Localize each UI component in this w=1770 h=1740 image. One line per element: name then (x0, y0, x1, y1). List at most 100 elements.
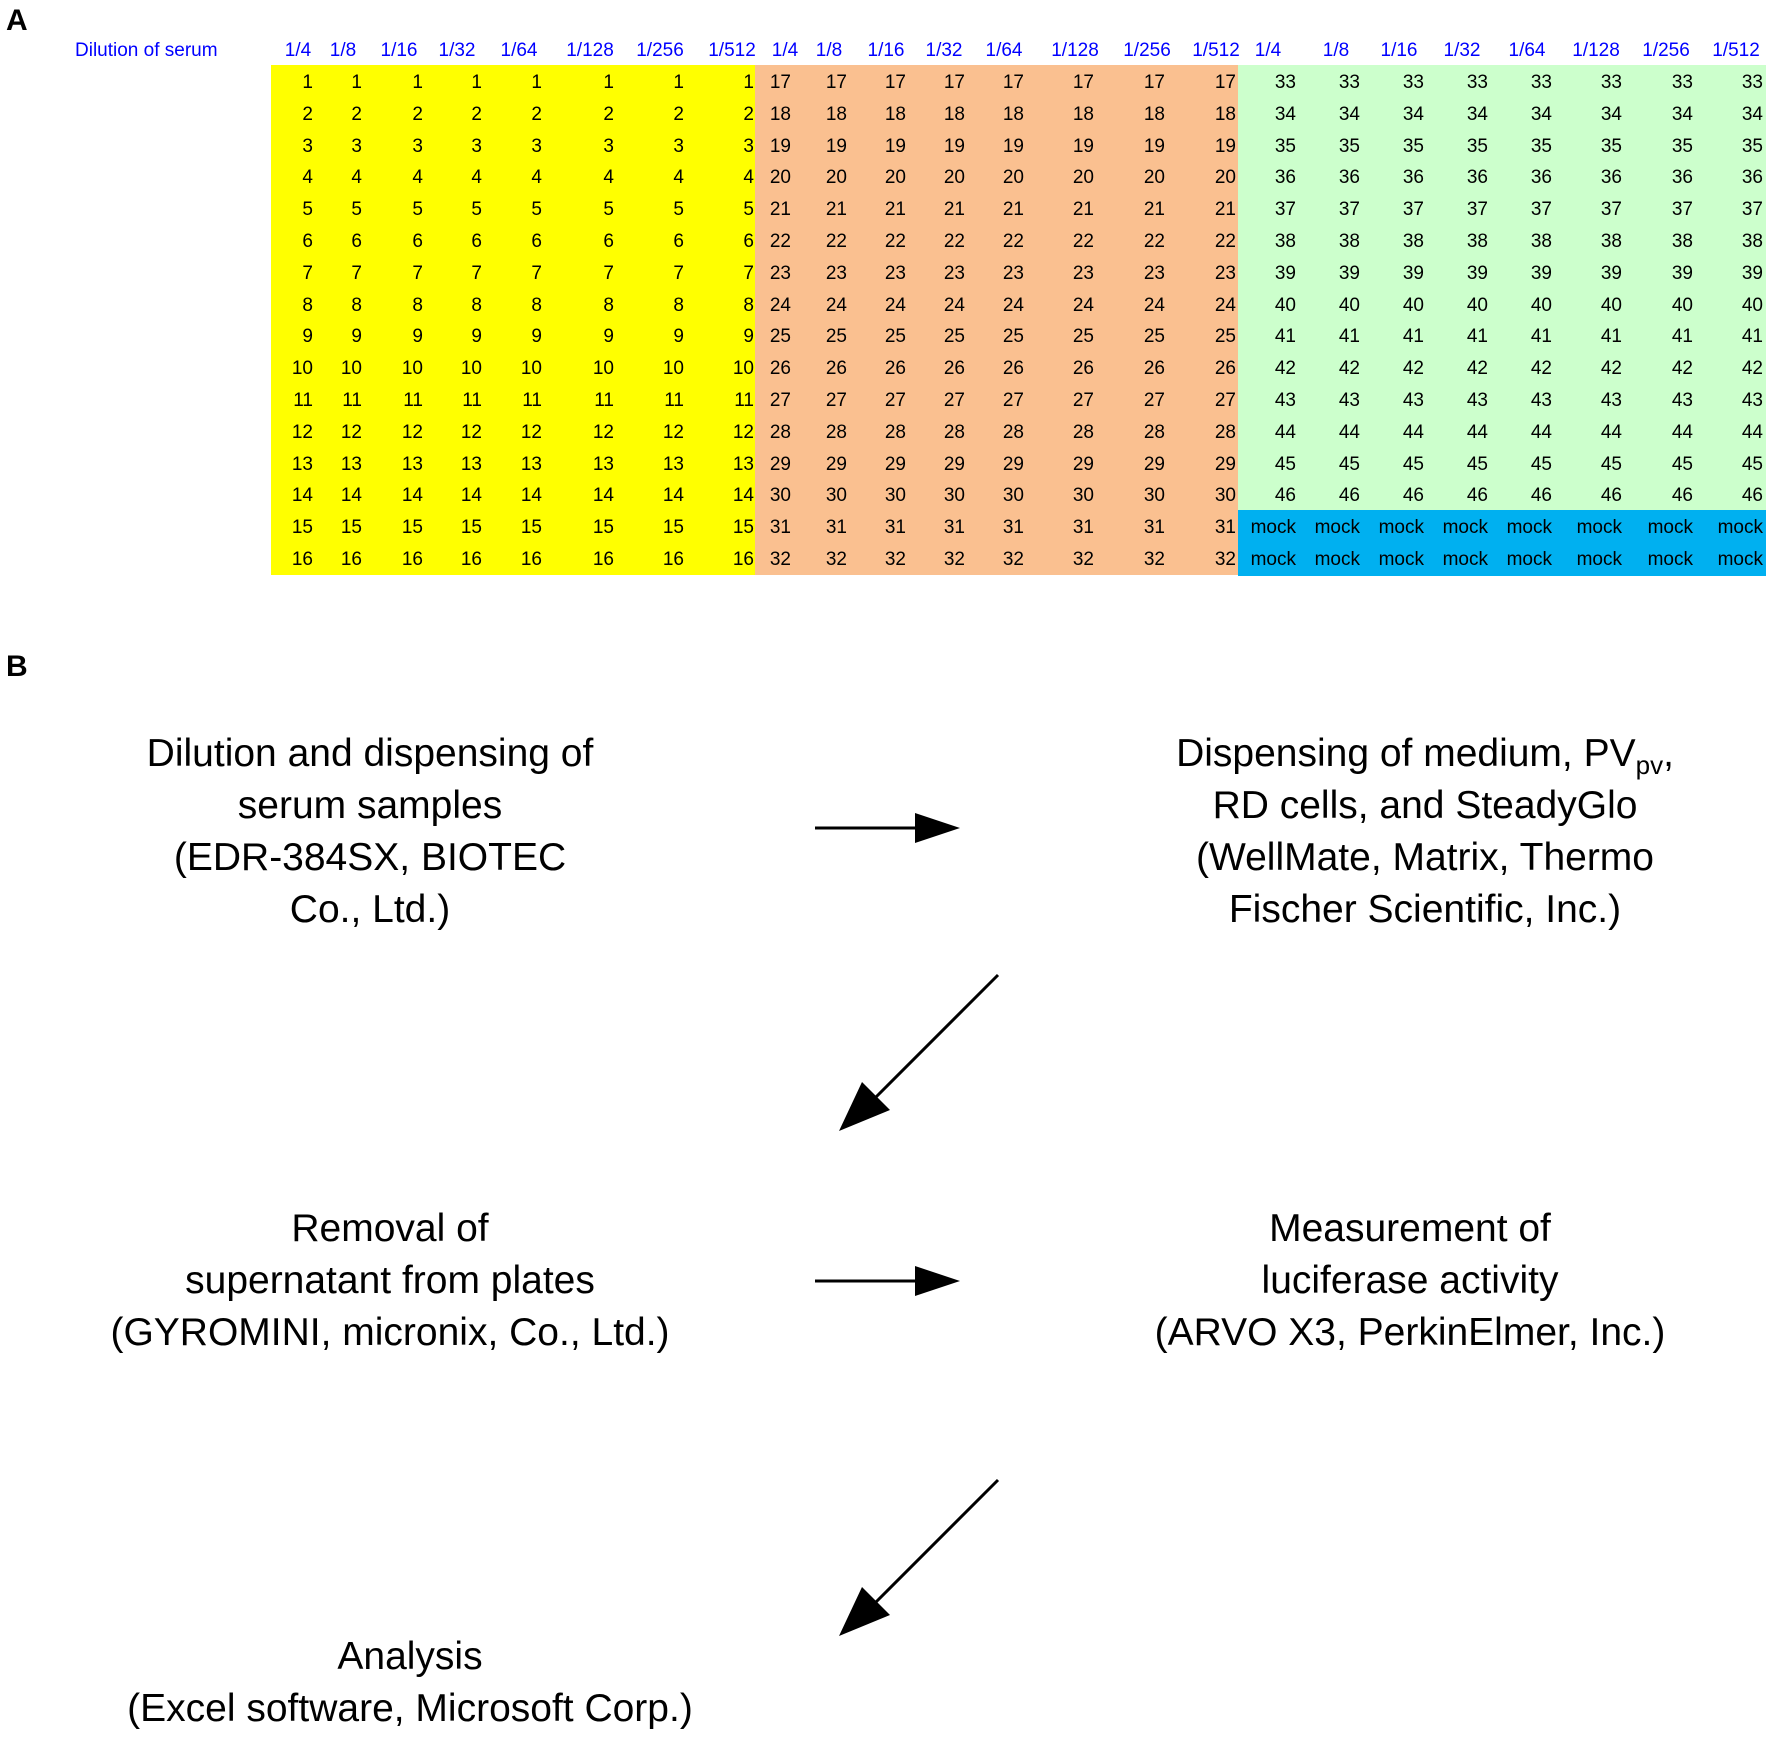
plate-cell: 6 (603, 231, 614, 252)
plate-cell: 43 (1338, 390, 1360, 411)
plate-cell: 38 (1741, 231, 1763, 252)
plate-cell: 3 (412, 135, 423, 157)
plate-cell: 29 (943, 453, 965, 475)
plate-cell: 22 (1072, 231, 1094, 252)
plate-cell: 2 (603, 103, 614, 125)
plate-cell: 13 (662, 453, 684, 475)
plate-cell: 10 (460, 358, 482, 380)
plate-cell: 1 (603, 72, 614, 93)
plate-cell: 38 (1600, 231, 1622, 252)
plate-cell: 15 (732, 517, 754, 539)
plate-cell: 18 (943, 103, 965, 125)
plate-cell: 14 (401, 485, 423, 507)
plate-cell: 7 (531, 262, 542, 284)
plate-cell: 37 (1600, 199, 1622, 221)
plate-cell: 6 (351, 231, 362, 252)
plate-cell: 17 (769, 72, 791, 93)
plate-cell: 35 (1671, 135, 1693, 157)
plate-cell-mock: mock (1250, 549, 1296, 570)
plate-cell: 21 (1002, 199, 1024, 221)
dilution-label: 1/32 (438, 40, 476, 61)
plate-cell: 6 (531, 231, 542, 252)
plate-cell: 24 (884, 294, 906, 316)
plate-cell: 30 (943, 485, 965, 507)
plate-cell: 20 (1214, 167, 1236, 189)
plate-cell: 7 (603, 262, 614, 284)
plate-cell: 26 (825, 358, 847, 380)
plate-cell: 32 (1143, 549, 1165, 570)
plate-cell: 12 (401, 421, 423, 443)
dilution-label: 1/4 (284, 40, 312, 61)
plate-cell: 1 (743, 72, 754, 93)
step-line: (GYROMINI, micronix, Co., Ltd.) (110, 1311, 670, 1354)
plate-cell: 44 (1600, 421, 1622, 443)
plate-cell: 7 (743, 262, 754, 284)
plate-cell: 36 (1402, 167, 1424, 189)
plate-cell: 26 (1072, 358, 1094, 380)
plate-cell: 41 (1671, 326, 1693, 348)
plate-cell: 21 (1072, 199, 1094, 221)
plate-cell-mock: mock (1442, 517, 1488, 539)
plate-cell: 44 (1530, 421, 1552, 443)
dilution-label: 1/64 (1508, 40, 1546, 61)
plate-cell: 15 (592, 517, 614, 539)
plate-cell: 21 (1214, 199, 1236, 221)
plate-cell: 9 (302, 326, 313, 348)
plate-cell: 46 (1466, 485, 1488, 507)
plate-cell: 46 (1274, 485, 1296, 507)
plate-cell: 25 (769, 326, 791, 348)
plate-cell-mock: mock (1378, 517, 1424, 539)
plate-cell: 2 (531, 103, 542, 125)
plate-cell: 44 (1741, 421, 1763, 443)
plate-cell: 45 (1600, 453, 1622, 475)
plate-cell: 34 (1402, 103, 1424, 125)
plate-cell: 16 (662, 549, 684, 570)
plate-cell: 35 (1741, 135, 1763, 157)
plate-cell: 2 (302, 103, 313, 125)
plate-cell: 15 (662, 517, 684, 539)
dilution-label: 1/256 (636, 40, 684, 61)
flow-step-dispensing: Dispensing of medium, PVpv, RD cells, an… (1120, 728, 1730, 936)
plate-cell: 42 (1600, 358, 1622, 380)
dilution-label: 1/512 (1192, 40, 1240, 61)
plate-cell: 15 (340, 517, 362, 539)
plate-cell: 8 (412, 294, 423, 316)
dilution-label: 1/32 (925, 40, 963, 61)
plate-cell: 29 (884, 453, 906, 475)
plate-cell: 12 (460, 421, 482, 443)
flow-step-measurement: Measurement of luciferase activity (ARVO… (1080, 1203, 1740, 1359)
plate-cell: 40 (1274, 294, 1296, 316)
plate-cell: 31 (884, 517, 906, 539)
plate-cell: 37 (1274, 199, 1296, 221)
plate-cell: 28 (769, 421, 791, 443)
plate-cell: 10 (291, 358, 313, 380)
plate-cell: 11 (594, 390, 614, 411)
plate-cell: 30 (884, 485, 906, 507)
plate-cell: 2 (743, 103, 754, 125)
plate-cell: 31 (769, 517, 791, 539)
plate-cell: 45 (1741, 453, 1763, 475)
plate-cell: 39 (1274, 262, 1296, 284)
dilution-label: 1/128 (1572, 40, 1620, 61)
plate-cell: 6 (673, 231, 684, 252)
plate-cell: 46 (1671, 485, 1693, 507)
step-line: (ARVO X3, PerkinElmer, Inc.) (1154, 1311, 1666, 1354)
plate-cell: 8 (351, 294, 362, 316)
plate-cell: 35 (1402, 135, 1424, 157)
plate-cell: 7 (351, 262, 362, 284)
plate-cell: 44 (1402, 421, 1424, 443)
plate-cell: 45 (1274, 453, 1296, 475)
plate-cell: 11 (342, 390, 362, 411)
plate-cell: 4 (743, 167, 754, 189)
plate-cell: 5 (673, 199, 684, 221)
plate-cell-mock: mock (1647, 517, 1693, 539)
plate-cell: 16 (732, 549, 754, 570)
plate-cell: 40 (1741, 294, 1763, 316)
plate-cell: 43 (1402, 390, 1424, 411)
plate-cell: 28 (825, 421, 847, 443)
dilution-label: 1/8 (815, 40, 843, 61)
plate-cell: 7 (673, 262, 684, 284)
plate-cell: 13 (460, 453, 482, 475)
arrow-right-1 (815, 813, 960, 843)
plate-cell: 37 (1671, 199, 1693, 221)
